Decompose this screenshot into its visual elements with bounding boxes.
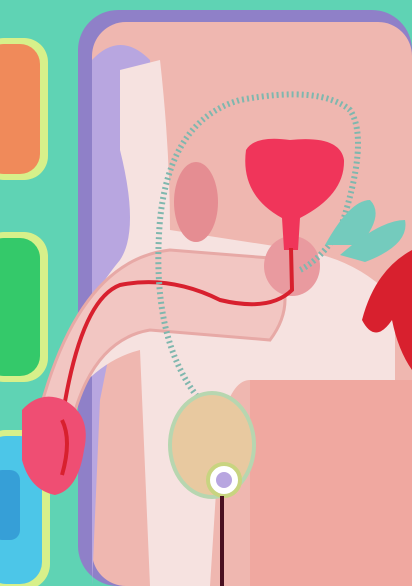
lower-tissue-block bbox=[250, 380, 412, 586]
testis-core bbox=[216, 472, 232, 488]
side-tab-green[interactable] bbox=[0, 232, 48, 382]
pubic-bone bbox=[174, 162, 218, 242]
side-tab-orange[interactable] bbox=[0, 38, 48, 180]
